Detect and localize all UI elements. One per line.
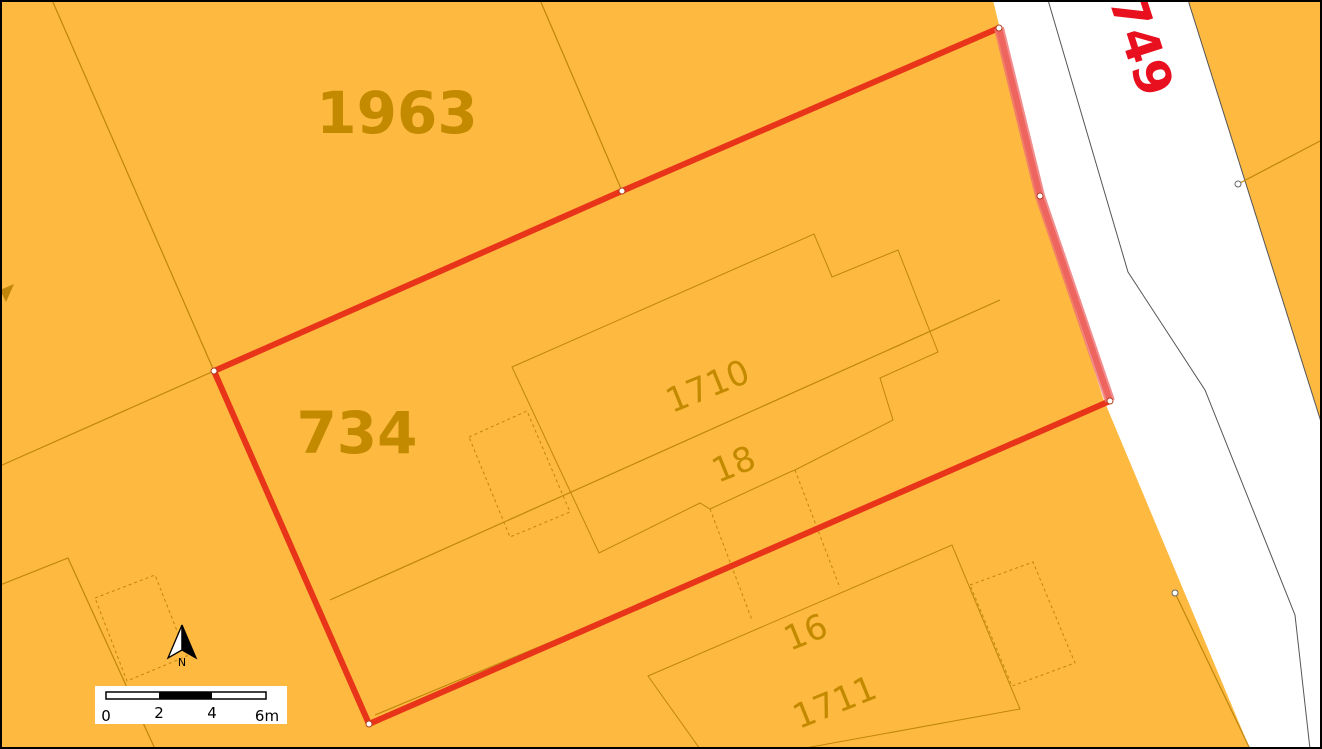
parcel-label-1963: 1963 [316,79,477,147]
north-arrow-label: N [178,656,186,669]
road-edge-east [1187,0,1322,426]
scale-tick-6m: 6m [255,707,279,725]
scale-bar: 0 2 4 6m [95,686,287,725]
building-outlines [511,233,1021,749]
parcel-edge-mark [0,284,14,302]
scale-tick-4: 4 [207,704,217,722]
north-arrow-icon: N [166,624,198,669]
road-centerline [1047,0,1311,749]
scale-tick-2: 2 [154,704,164,722]
scale-tick-0: 0 [101,707,111,725]
building-annexes [94,410,1076,687]
vertex-markers [210,24,1242,728]
parcel-label-734: 734 [296,399,417,467]
road-area [993,0,1322,749]
